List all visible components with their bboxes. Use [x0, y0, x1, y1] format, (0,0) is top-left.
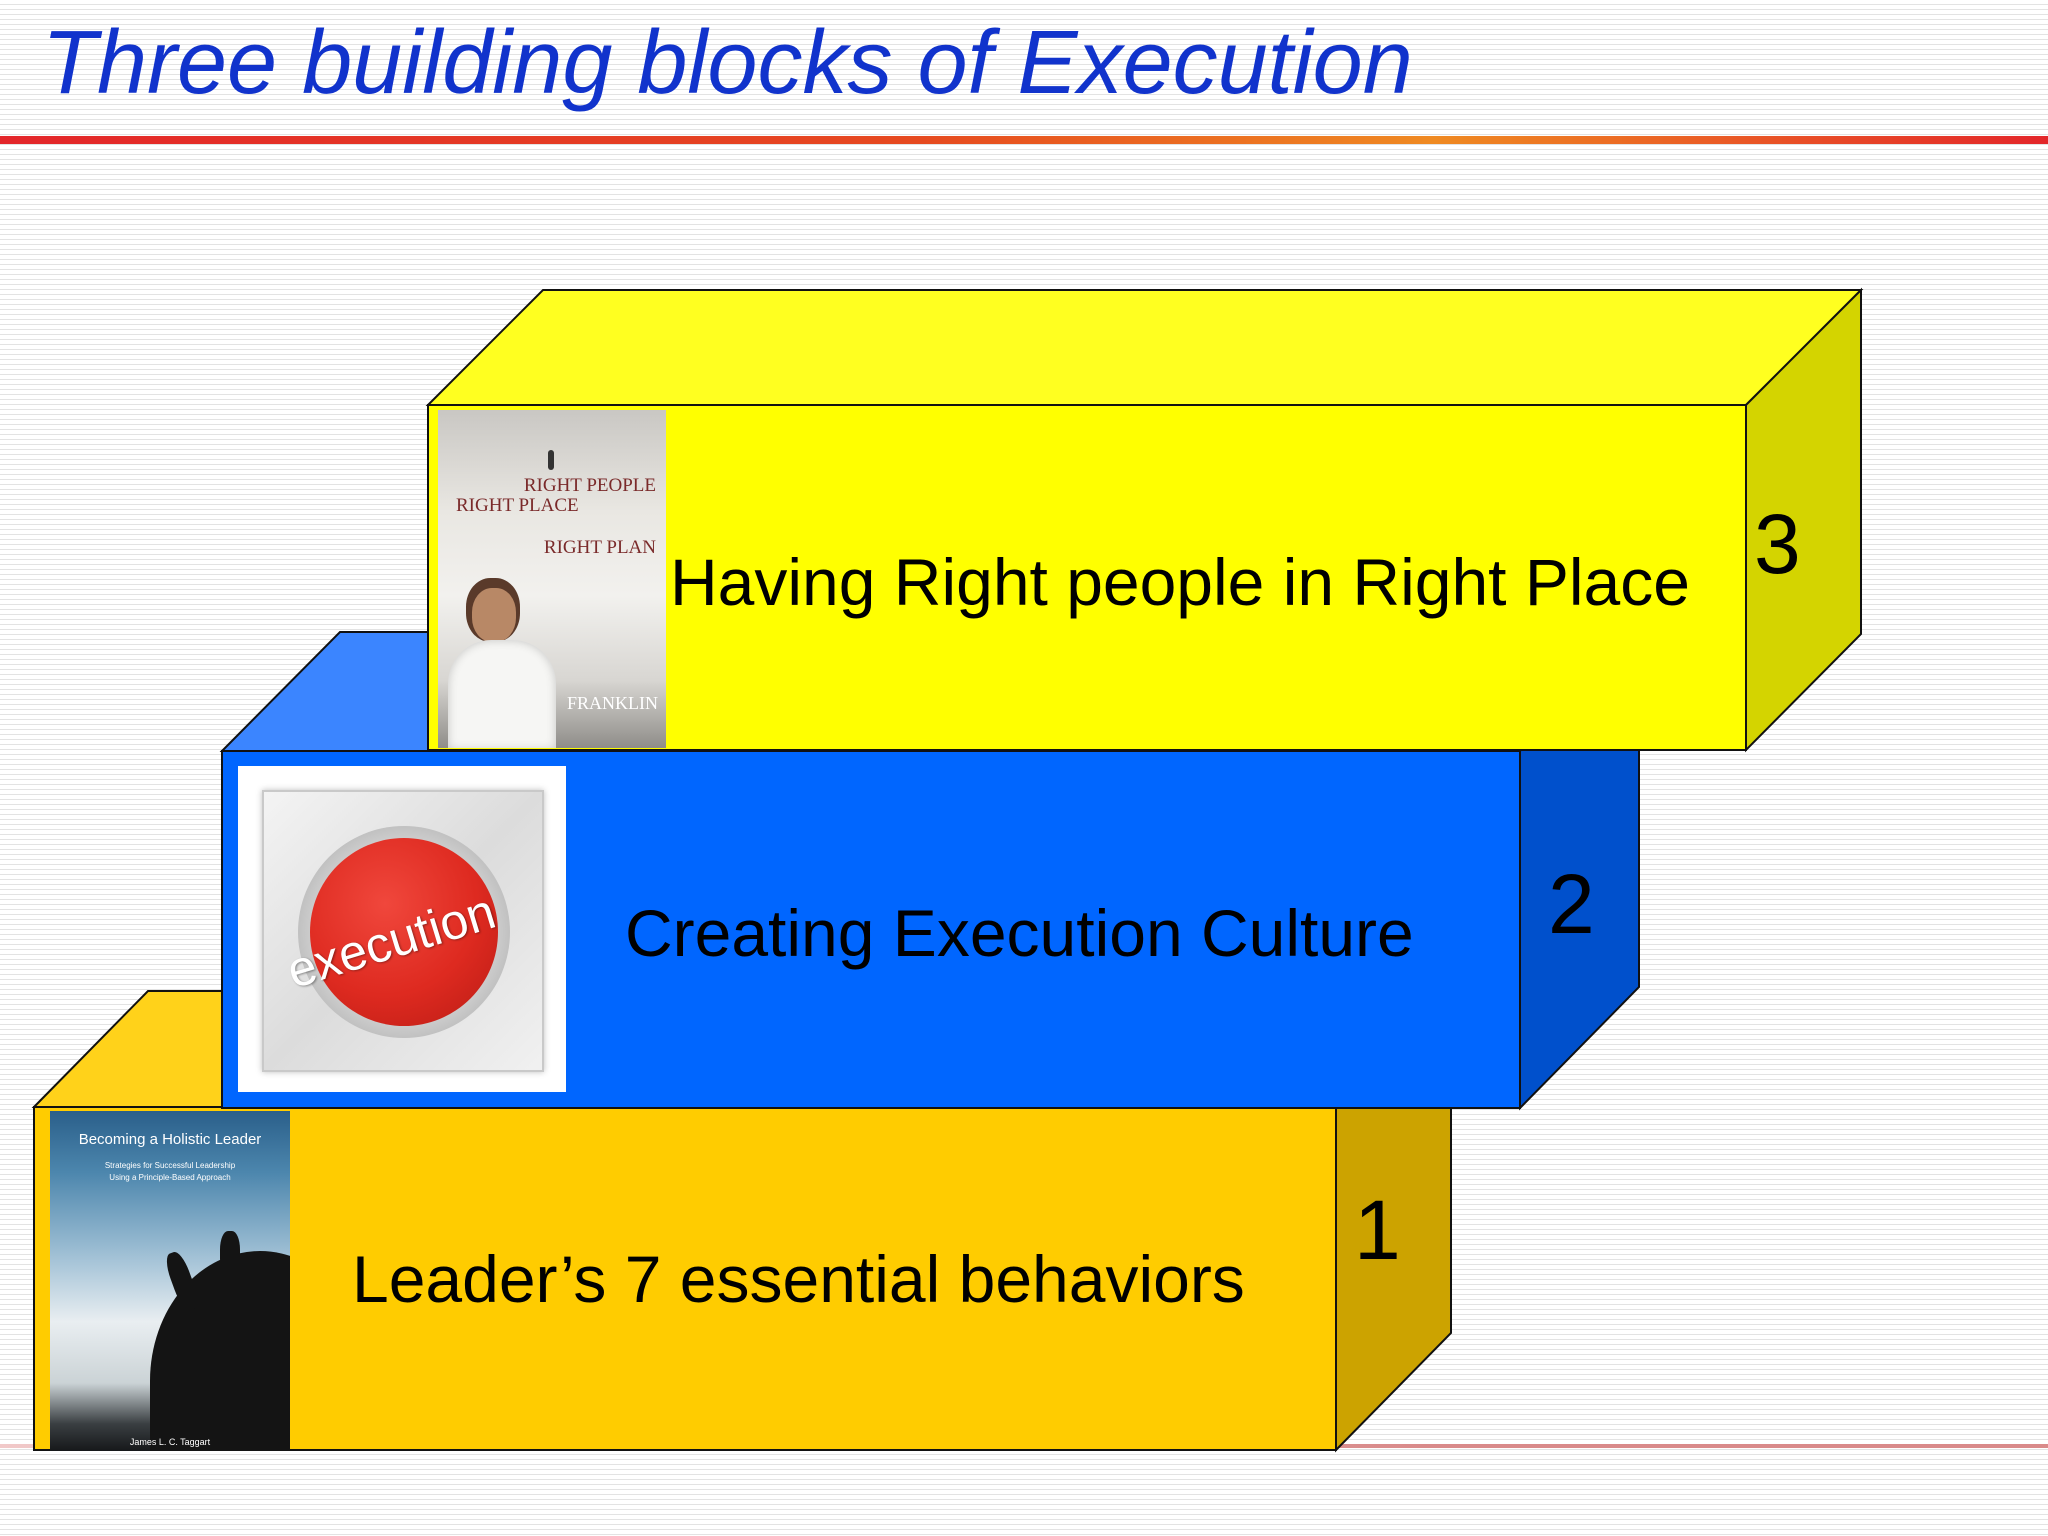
book-3-line-2: RIGHT PLACE: [456, 495, 579, 516]
right-people-book-cover-image: RIGHT PEOPLE RIGHT PLACE RIGHT PLAN FRAN…: [438, 410, 666, 748]
block-3-label: Having Right people in Right Place: [670, 545, 1690, 619]
book-1-subtitle-1: Strategies for Successful Leadership: [104, 1161, 236, 1170]
slide-title: Three building blocks of Execution: [42, 13, 1413, 113]
book-3-line-1: RIGHT PEOPLE: [523, 475, 656, 496]
book-1-title: Becoming a Holistic Leader: [78, 1131, 262, 1148]
title-divider: [0, 136, 2048, 144]
block-2-number: 2: [1548, 857, 1595, 951]
block-3-number: 3: [1754, 497, 1801, 591]
execution-red-button-icon: [310, 838, 498, 1026]
book-3-author: FRANKLIN: [566, 693, 658, 713]
block-1-label: Leader’s 7 essential behaviors: [352, 1242, 1245, 1316]
block-2-label: Creating Execution Culture: [625, 896, 1414, 970]
author-portrait-icon: [444, 570, 564, 748]
book-1-subtitle-2: Using a Principle-Based Approach: [109, 1173, 231, 1182]
execution-button-image: execution: [238, 766, 566, 1092]
block-1-number: 1: [1354, 1183, 1401, 1277]
book-1-author: James L. C. Taggart: [129, 1437, 211, 1447]
walking-figure-icon: [548, 450, 554, 470]
holistic-leader-book-cover-image: Becoming a Holistic Leader Strategies fo…: [50, 1111, 290, 1451]
climber-top-icon: [220, 1231, 240, 1277]
book-3-line-3: RIGHT PLAN: [543, 537, 656, 558]
block-3-top-face: [425, 289, 1864, 406]
